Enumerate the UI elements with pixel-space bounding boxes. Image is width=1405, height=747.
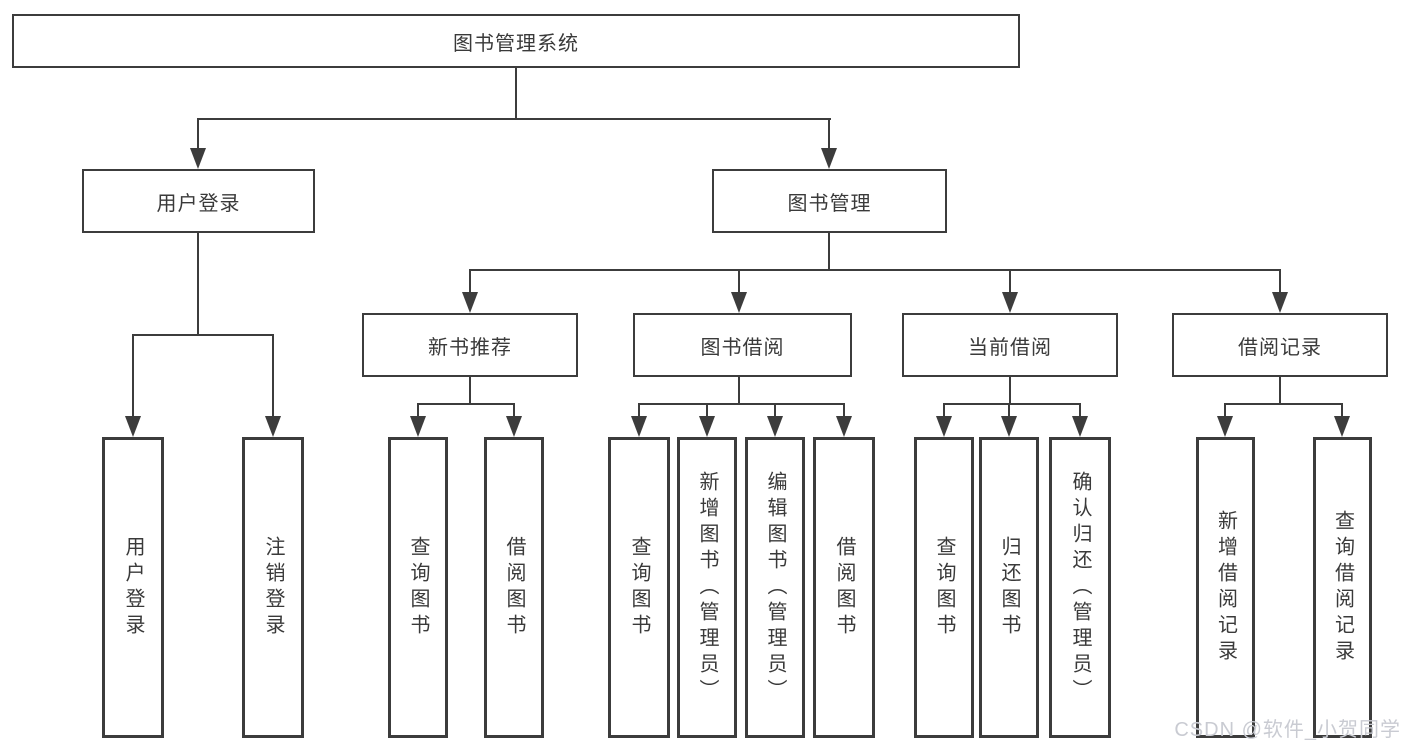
arrow-down-icon [631,416,647,437]
node-add-borrow-record: 新增借阅记录 [1196,437,1255,738]
node-new-book-recommendation: 新书推荐 [362,313,578,377]
node-logout: 注销登录 [242,437,304,738]
node-book-borrowing: 图书借阅 [633,313,852,377]
node-label: 查询借阅记录 [1331,509,1354,666]
connector-line [272,334,274,419]
node-query-books-3: 查询图书 [914,437,974,738]
connector-line [843,403,845,419]
node-query-books: 查询图书 [388,437,448,738]
arrow-down-icon [1334,416,1350,437]
connector-line [828,233,830,271]
connector-line [828,118,830,151]
node-label: 图书管理系统 [453,32,579,55]
connector-line [197,233,199,336]
connector-line [774,403,776,419]
node-borrow-books-2: 借阅图书 [813,437,875,738]
node-label: 查询图书 [628,535,650,640]
node-label: 用户登录 [156,192,241,215]
node-current-borrowing: 当前借阅 [902,313,1118,377]
connector-line [1341,403,1343,419]
node-label: 借阅记录 [1238,336,1322,359]
arrow-down-icon [1072,416,1088,437]
node-confirm-return-admin: 确认归还（管理员） [1049,437,1111,738]
connector-line [943,403,1081,405]
connector-line [469,377,471,405]
node-user-login: 用户登录 [82,169,315,233]
connector-line [738,377,740,405]
connector-line [1008,403,1010,419]
node-label: 借阅图书 [833,535,855,640]
node-label: 当前借阅 [968,336,1052,359]
arrow-down-icon [506,416,522,437]
node-label: 注销登录 [262,535,284,640]
connector-line [197,118,199,151]
node-query-borrow-record: 查询借阅记录 [1313,437,1372,738]
arrow-down-icon [767,416,783,437]
node-return-book: 归还图书 [979,437,1039,738]
node-add-book-admin: 新增图书（管理员） [677,437,737,738]
arrow-down-icon [462,292,478,313]
connector-line [706,403,708,419]
node-label: 新书推荐 [428,336,512,359]
arrow-down-icon [1001,416,1017,437]
connector-line [132,334,274,336]
node-label: 确认归还（管理员） [1069,470,1091,705]
node-label: 图书借阅 [700,336,785,359]
connector-line [738,269,740,296]
connector-line [197,118,831,120]
connector-line [515,68,517,120]
node-label: 图书管理 [787,192,872,215]
connector-line [469,269,471,296]
connector-line [638,403,640,419]
arrow-down-icon [936,416,952,437]
connector-line [469,269,1281,271]
node-library-management-system: 图书管理系统 [12,14,1020,68]
node-borrow-books: 借阅图书 [484,437,544,738]
arrow-down-icon [265,416,281,437]
connector-line [417,403,419,419]
connector-line [1224,403,1226,419]
node-label: 归还图书 [998,535,1020,640]
connector-line [1279,377,1281,405]
node-label: 新增借阅记录 [1214,509,1237,666]
node-label: 新增图书（管理员） [696,470,718,705]
node-query-books-2: 查询图书 [608,437,670,738]
arrow-down-icon [410,416,426,437]
arrow-down-icon [125,416,141,437]
connector-line [513,403,515,419]
node-label: 用户登录 [122,535,144,640]
node-user-login-leaf: 用户登录 [102,437,164,738]
connector-line [417,403,515,405]
connector-line [1224,403,1343,405]
connector-line [1079,403,1081,419]
arrow-down-icon [699,416,715,437]
node-label: 查询图书 [407,535,429,640]
csdn-watermark: CSDN @软件_小贺同学 [1174,719,1401,741]
arrow-down-icon [1272,292,1288,313]
arrow-down-icon [821,148,837,169]
connector-line [1279,269,1281,296]
node-edit-book-admin: 编辑图书（管理员） [745,437,805,738]
connector-line [1009,377,1011,405]
arrow-down-icon [1217,416,1233,437]
node-label: 查询图书 [933,535,955,640]
connector-line [1009,269,1011,296]
node-label: 借阅图书 [503,535,525,640]
arrow-down-icon [836,416,852,437]
arrow-down-icon [731,292,747,313]
node-borrowing-records: 借阅记录 [1172,313,1388,377]
connector-line [638,403,845,405]
node-label: 编辑图书（管理员） [764,470,786,705]
node-book-management: 图书管理 [712,169,947,233]
connector-line [132,334,134,419]
arrow-down-icon [1002,292,1018,313]
connector-line [943,403,945,419]
arrow-down-icon [190,148,206,169]
